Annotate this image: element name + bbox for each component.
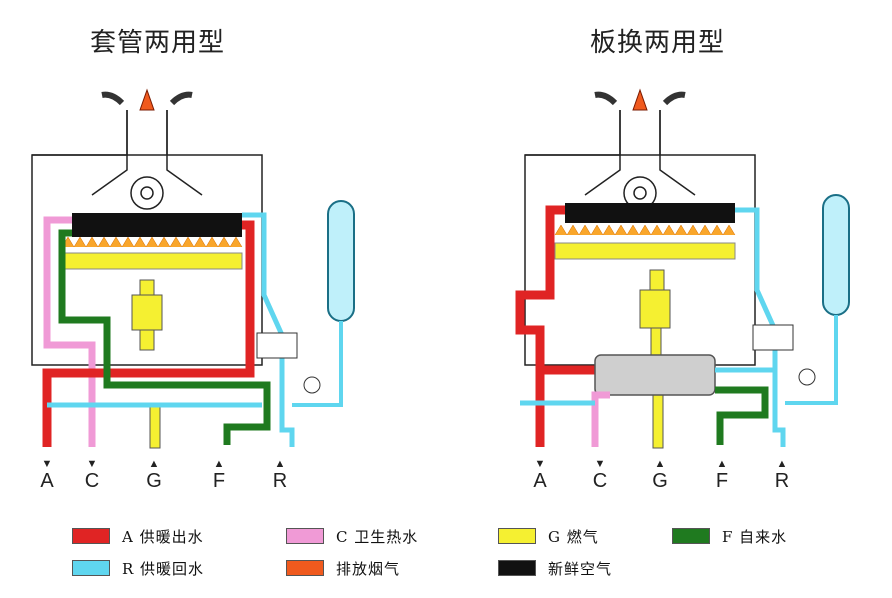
legend-item-flue: 排放烟气 <box>286 558 400 578</box>
port-c-right: ▼C <box>592 458 608 492</box>
port-a-left: ▼A <box>40 458 54 492</box>
legend-label: A 供暖出水 <box>122 527 204 546</box>
diagram-title-right: 板换两用型 <box>590 28 726 58</box>
legend-item-a: A 供暖出水 <box>72 526 204 546</box>
port-r-right: ▲R <box>774 458 790 492</box>
right-boiler <box>515 88 850 449</box>
legend-swatch <box>286 560 324 576</box>
legend-swatch <box>72 560 110 576</box>
port-g-left: ▲G <box>146 458 162 492</box>
legend-label: R 供暖回水 <box>122 559 205 578</box>
legend-label: 新鲜空气 <box>548 559 613 578</box>
legend-item-air: 新鲜空气 <box>498 558 612 578</box>
port-f-right: ▲F <box>715 458 729 492</box>
legend-label: C 卫生热水 <box>336 527 419 546</box>
left-boiler <box>31 88 355 449</box>
legend-swatch <box>498 560 536 576</box>
legend-item-r: R 供暖回水 <box>72 558 204 578</box>
legend-label: F 自来水 <box>722 527 788 546</box>
port-c-left: ▼C <box>84 458 100 492</box>
port-f-left: ▲F <box>212 458 226 492</box>
legend-swatch <box>672 528 710 544</box>
legend-label: 排放烟气 <box>336 559 401 578</box>
legend-item-f: F 自来水 <box>672 526 787 546</box>
diagram-title-left: 套管两用型 <box>90 28 226 58</box>
legend-swatch <box>286 528 324 544</box>
legend-label: G 燃气 <box>548 527 599 546</box>
legend-swatch <box>498 528 536 544</box>
port-a-right: ▼A <box>533 458 547 492</box>
legend-item-c: C 卫生热水 <box>286 526 418 546</box>
legend-item-g: G 燃气 <box>498 526 599 546</box>
port-r-left: ▲R <box>272 458 288 492</box>
legend-swatch <box>72 528 110 544</box>
port-g-right: ▲G <box>652 458 668 492</box>
